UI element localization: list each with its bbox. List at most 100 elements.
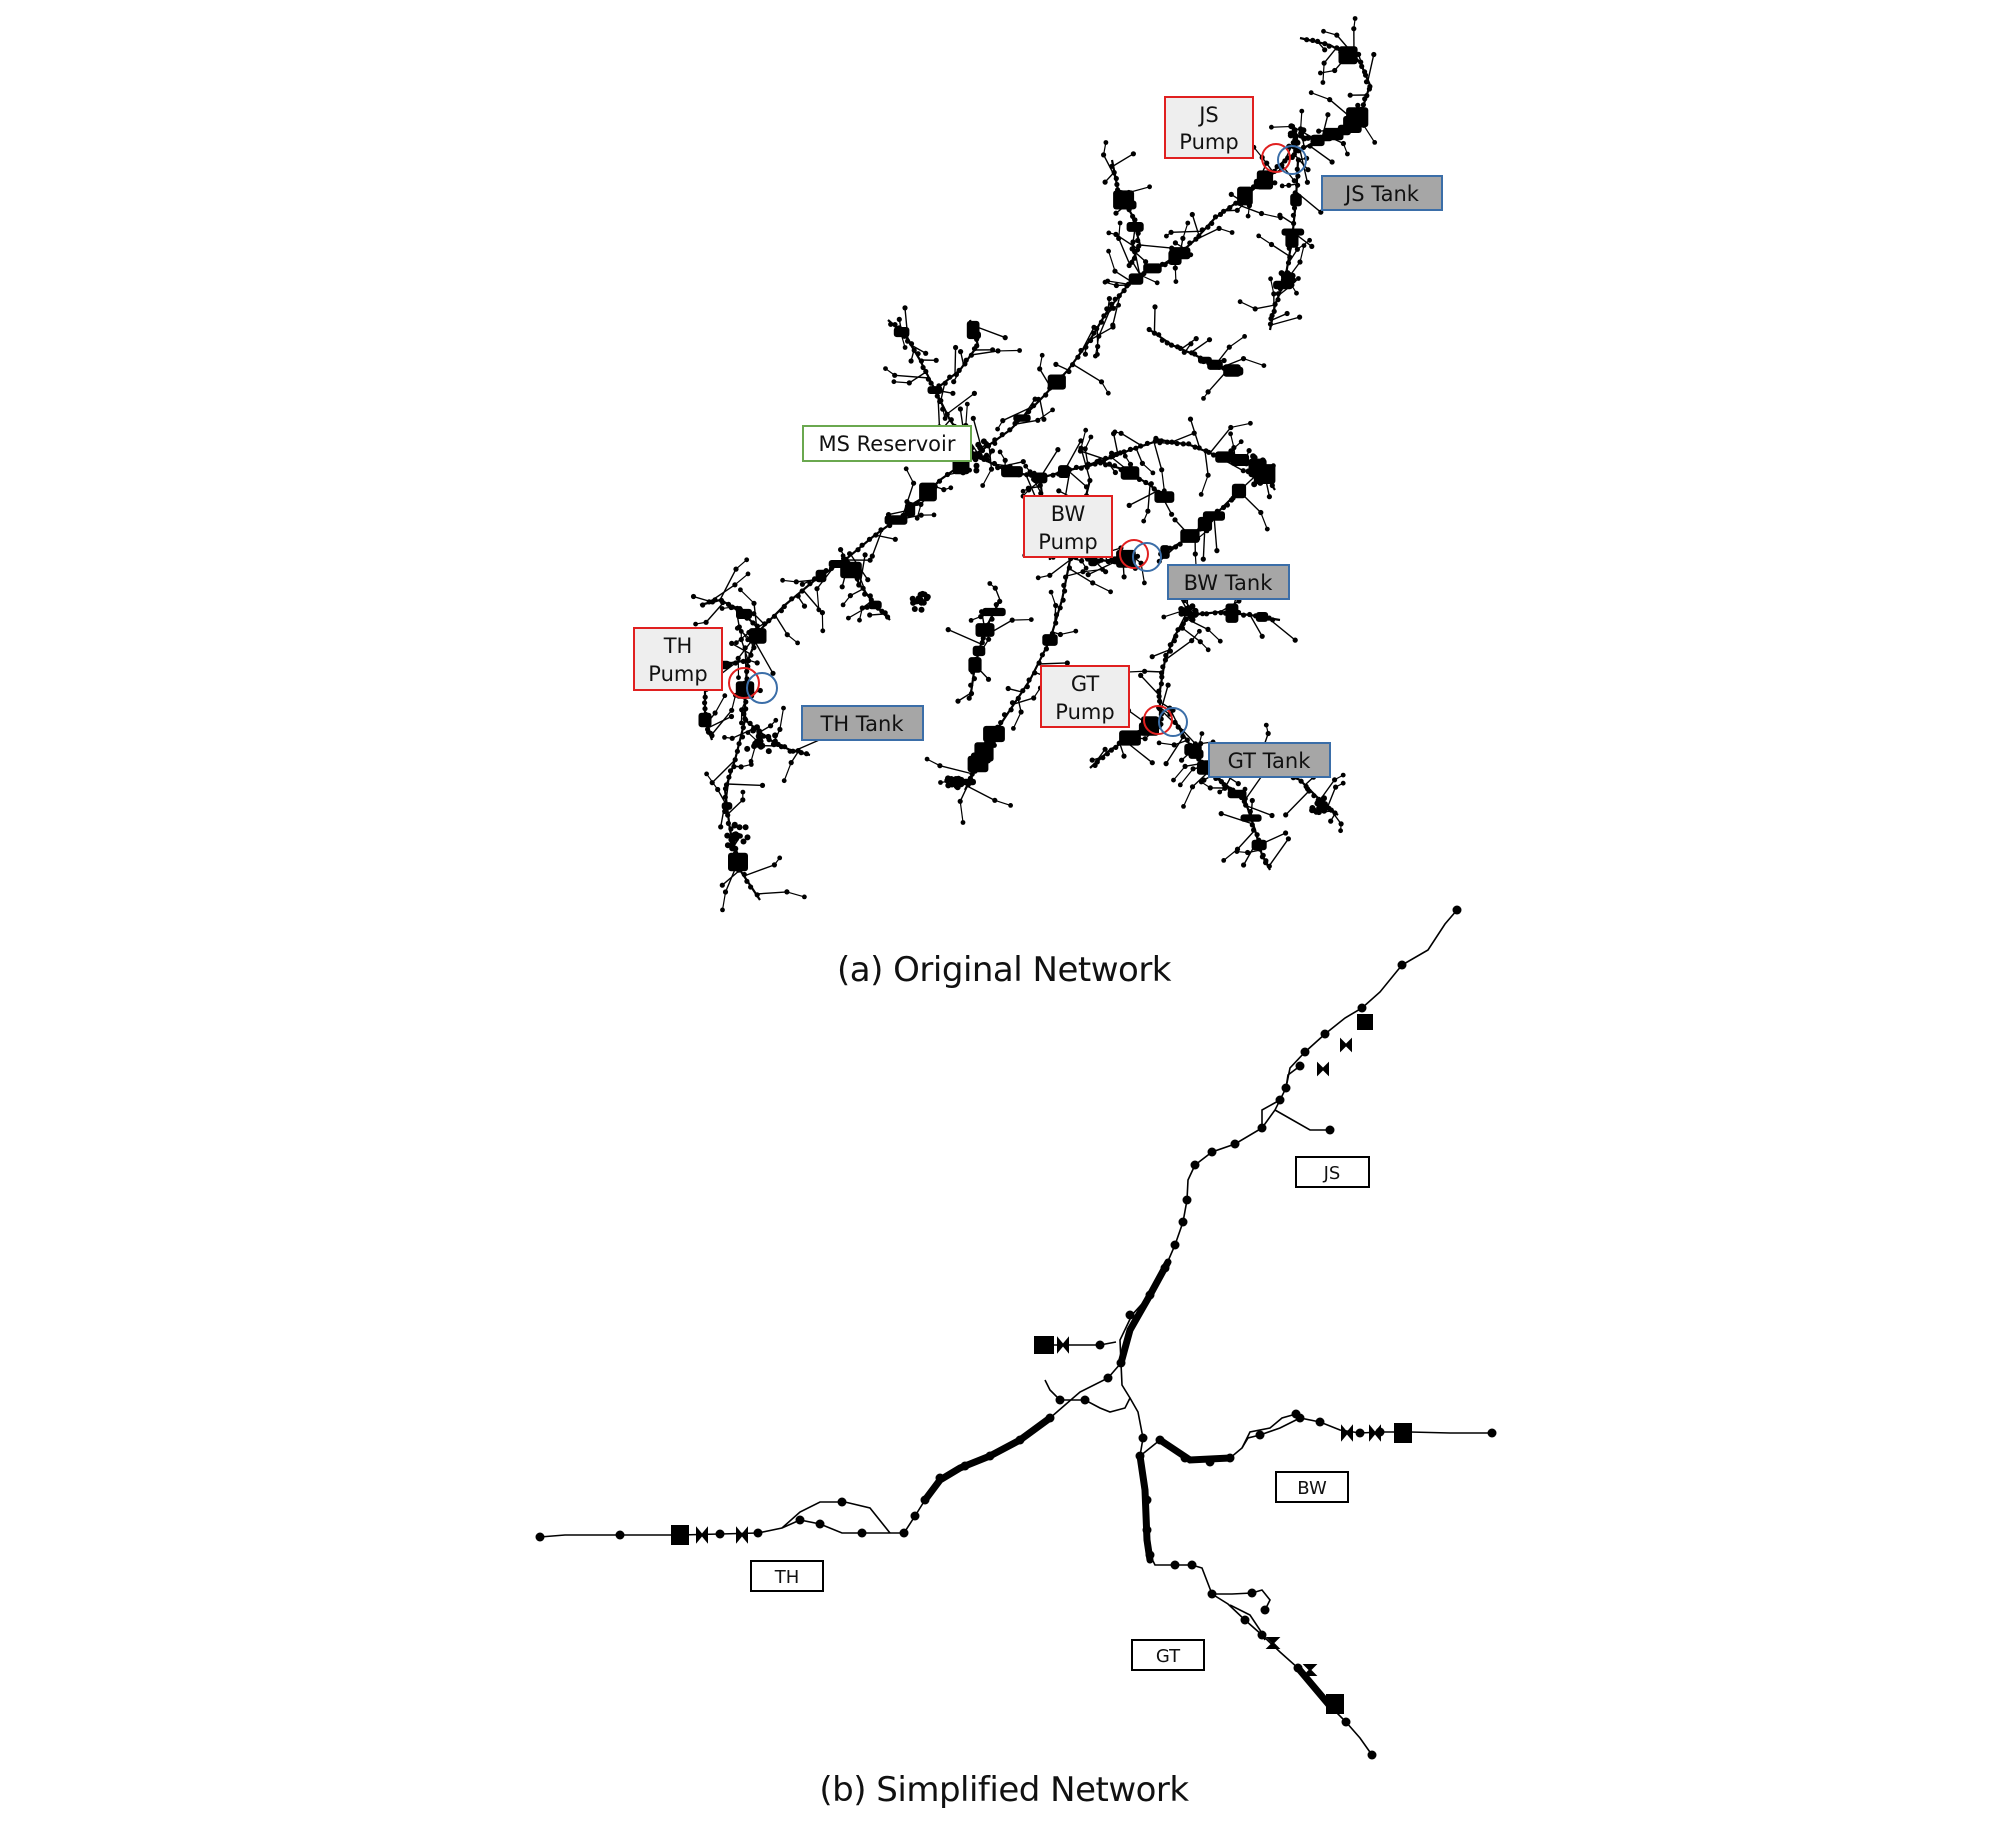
network-node bbox=[1221, 208, 1227, 214]
network-node bbox=[704, 771, 709, 777]
pipe-segment bbox=[727, 799, 744, 815]
network-node bbox=[720, 907, 725, 913]
gt-tank-marker bbox=[1158, 707, 1188, 737]
dense-node-cluster bbox=[968, 657, 982, 673]
network-node bbox=[798, 750, 804, 756]
pipe-segment bbox=[743, 864, 775, 877]
network-node bbox=[1102, 746, 1108, 752]
pipe-segment bbox=[1131, 260, 1142, 276]
network-node bbox=[1297, 314, 1303, 320]
network-node bbox=[1299, 108, 1305, 114]
network-node bbox=[741, 711, 747, 717]
pipe-segment bbox=[940, 381, 946, 401]
network-node bbox=[953, 344, 959, 351]
network-node bbox=[745, 571, 751, 577]
simplified-node bbox=[1320, 1029, 1330, 1039]
js-pump-label-line1: JS bbox=[1197, 103, 1219, 127]
dense-node-cluster bbox=[1042, 634, 1058, 646]
simplified-node bbox=[1315, 1417, 1325, 1427]
simplified-node bbox=[1255, 1430, 1265, 1440]
network-node bbox=[1257, 479, 1264, 486]
pipe-segment bbox=[1207, 629, 1221, 642]
network-node bbox=[742, 645, 748, 651]
pipe-segment bbox=[1037, 662, 1068, 665]
pipe-segment bbox=[1230, 422, 1251, 429]
network-node bbox=[1075, 354, 1081, 360]
network-node bbox=[984, 627, 990, 633]
dense-node-cluster bbox=[1225, 603, 1239, 623]
network-node bbox=[1057, 605, 1063, 611]
js-pump-marker bbox=[1261, 143, 1291, 173]
network-node bbox=[988, 466, 995, 472]
network-node bbox=[1134, 553, 1141, 559]
network-node bbox=[1228, 424, 1234, 431]
network-node bbox=[938, 780, 943, 785]
network-node bbox=[1126, 502, 1132, 508]
network-node bbox=[1255, 473, 1261, 480]
pipe-segment bbox=[1293, 153, 1309, 171]
network-node bbox=[1269, 812, 1275, 819]
network-node bbox=[789, 596, 795, 602]
pipe-segment bbox=[1153, 441, 1163, 470]
network-node bbox=[1048, 589, 1054, 595]
th-pump-marker bbox=[728, 667, 760, 699]
network-node bbox=[1177, 782, 1183, 788]
network-node bbox=[1266, 494, 1272, 500]
network-node bbox=[1221, 357, 1227, 364]
network-node bbox=[1205, 647, 1211, 653]
network-node bbox=[1292, 133, 1299, 140]
network-node bbox=[1159, 337, 1165, 343]
network-node bbox=[1155, 264, 1161, 271]
network-node bbox=[1307, 237, 1312, 243]
pipe-segment bbox=[723, 454, 976, 901]
network-node bbox=[1050, 472, 1056, 478]
network-node bbox=[1249, 797, 1255, 804]
network-node bbox=[1026, 677, 1032, 683]
dense-node-cluster bbox=[721, 802, 733, 810]
simplified-node bbox=[1300, 1047, 1310, 1057]
network-node bbox=[1144, 440, 1150, 446]
pipe-segment bbox=[871, 529, 883, 557]
network-node bbox=[1316, 797, 1323, 804]
network-node bbox=[1020, 459, 1026, 465]
simplified-node bbox=[1367, 1750, 1377, 1760]
network-node bbox=[942, 416, 948, 421]
network-node bbox=[1171, 777, 1176, 783]
network-node bbox=[973, 467, 980, 474]
network-node bbox=[1112, 469, 1118, 476]
network-node bbox=[1292, 637, 1298, 643]
network-node bbox=[690, 593, 697, 600]
dense-node-cluster bbox=[1188, 749, 1204, 759]
gt-pump-label-line1: GT bbox=[1071, 672, 1100, 696]
network-node bbox=[840, 553, 846, 559]
pipe-segment bbox=[739, 589, 755, 604]
network-node bbox=[734, 748, 741, 754]
network-node bbox=[999, 432, 1005, 438]
network-node bbox=[917, 596, 924, 602]
network-node bbox=[1156, 688, 1162, 694]
network-node bbox=[1083, 427, 1089, 433]
network-node bbox=[1362, 69, 1368, 75]
network-node bbox=[1360, 118, 1366, 124]
network-node bbox=[1149, 760, 1155, 766]
dense-node-cluster bbox=[1116, 549, 1136, 568]
network-node bbox=[983, 442, 990, 449]
network-node bbox=[1301, 135, 1308, 142]
network-node bbox=[1189, 211, 1195, 218]
pipe-segment bbox=[1308, 144, 1333, 163]
simplified-th-label: TH bbox=[750, 1560, 824, 1592]
pipe-segment bbox=[731, 642, 751, 655]
pipe-segment bbox=[937, 395, 941, 427]
network-node bbox=[885, 614, 891, 620]
simplified-node bbox=[1103, 1373, 1113, 1383]
dense-node-cluster bbox=[1138, 722, 1151, 736]
network-node bbox=[952, 466, 958, 472]
network-node bbox=[703, 619, 709, 625]
network-node bbox=[1126, 189, 1132, 196]
network-node bbox=[867, 557, 873, 563]
pipe-segment bbox=[1259, 465, 1274, 473]
network-node bbox=[1169, 511, 1175, 517]
network-node bbox=[1291, 205, 1298, 211]
network-node bbox=[1180, 621, 1186, 627]
